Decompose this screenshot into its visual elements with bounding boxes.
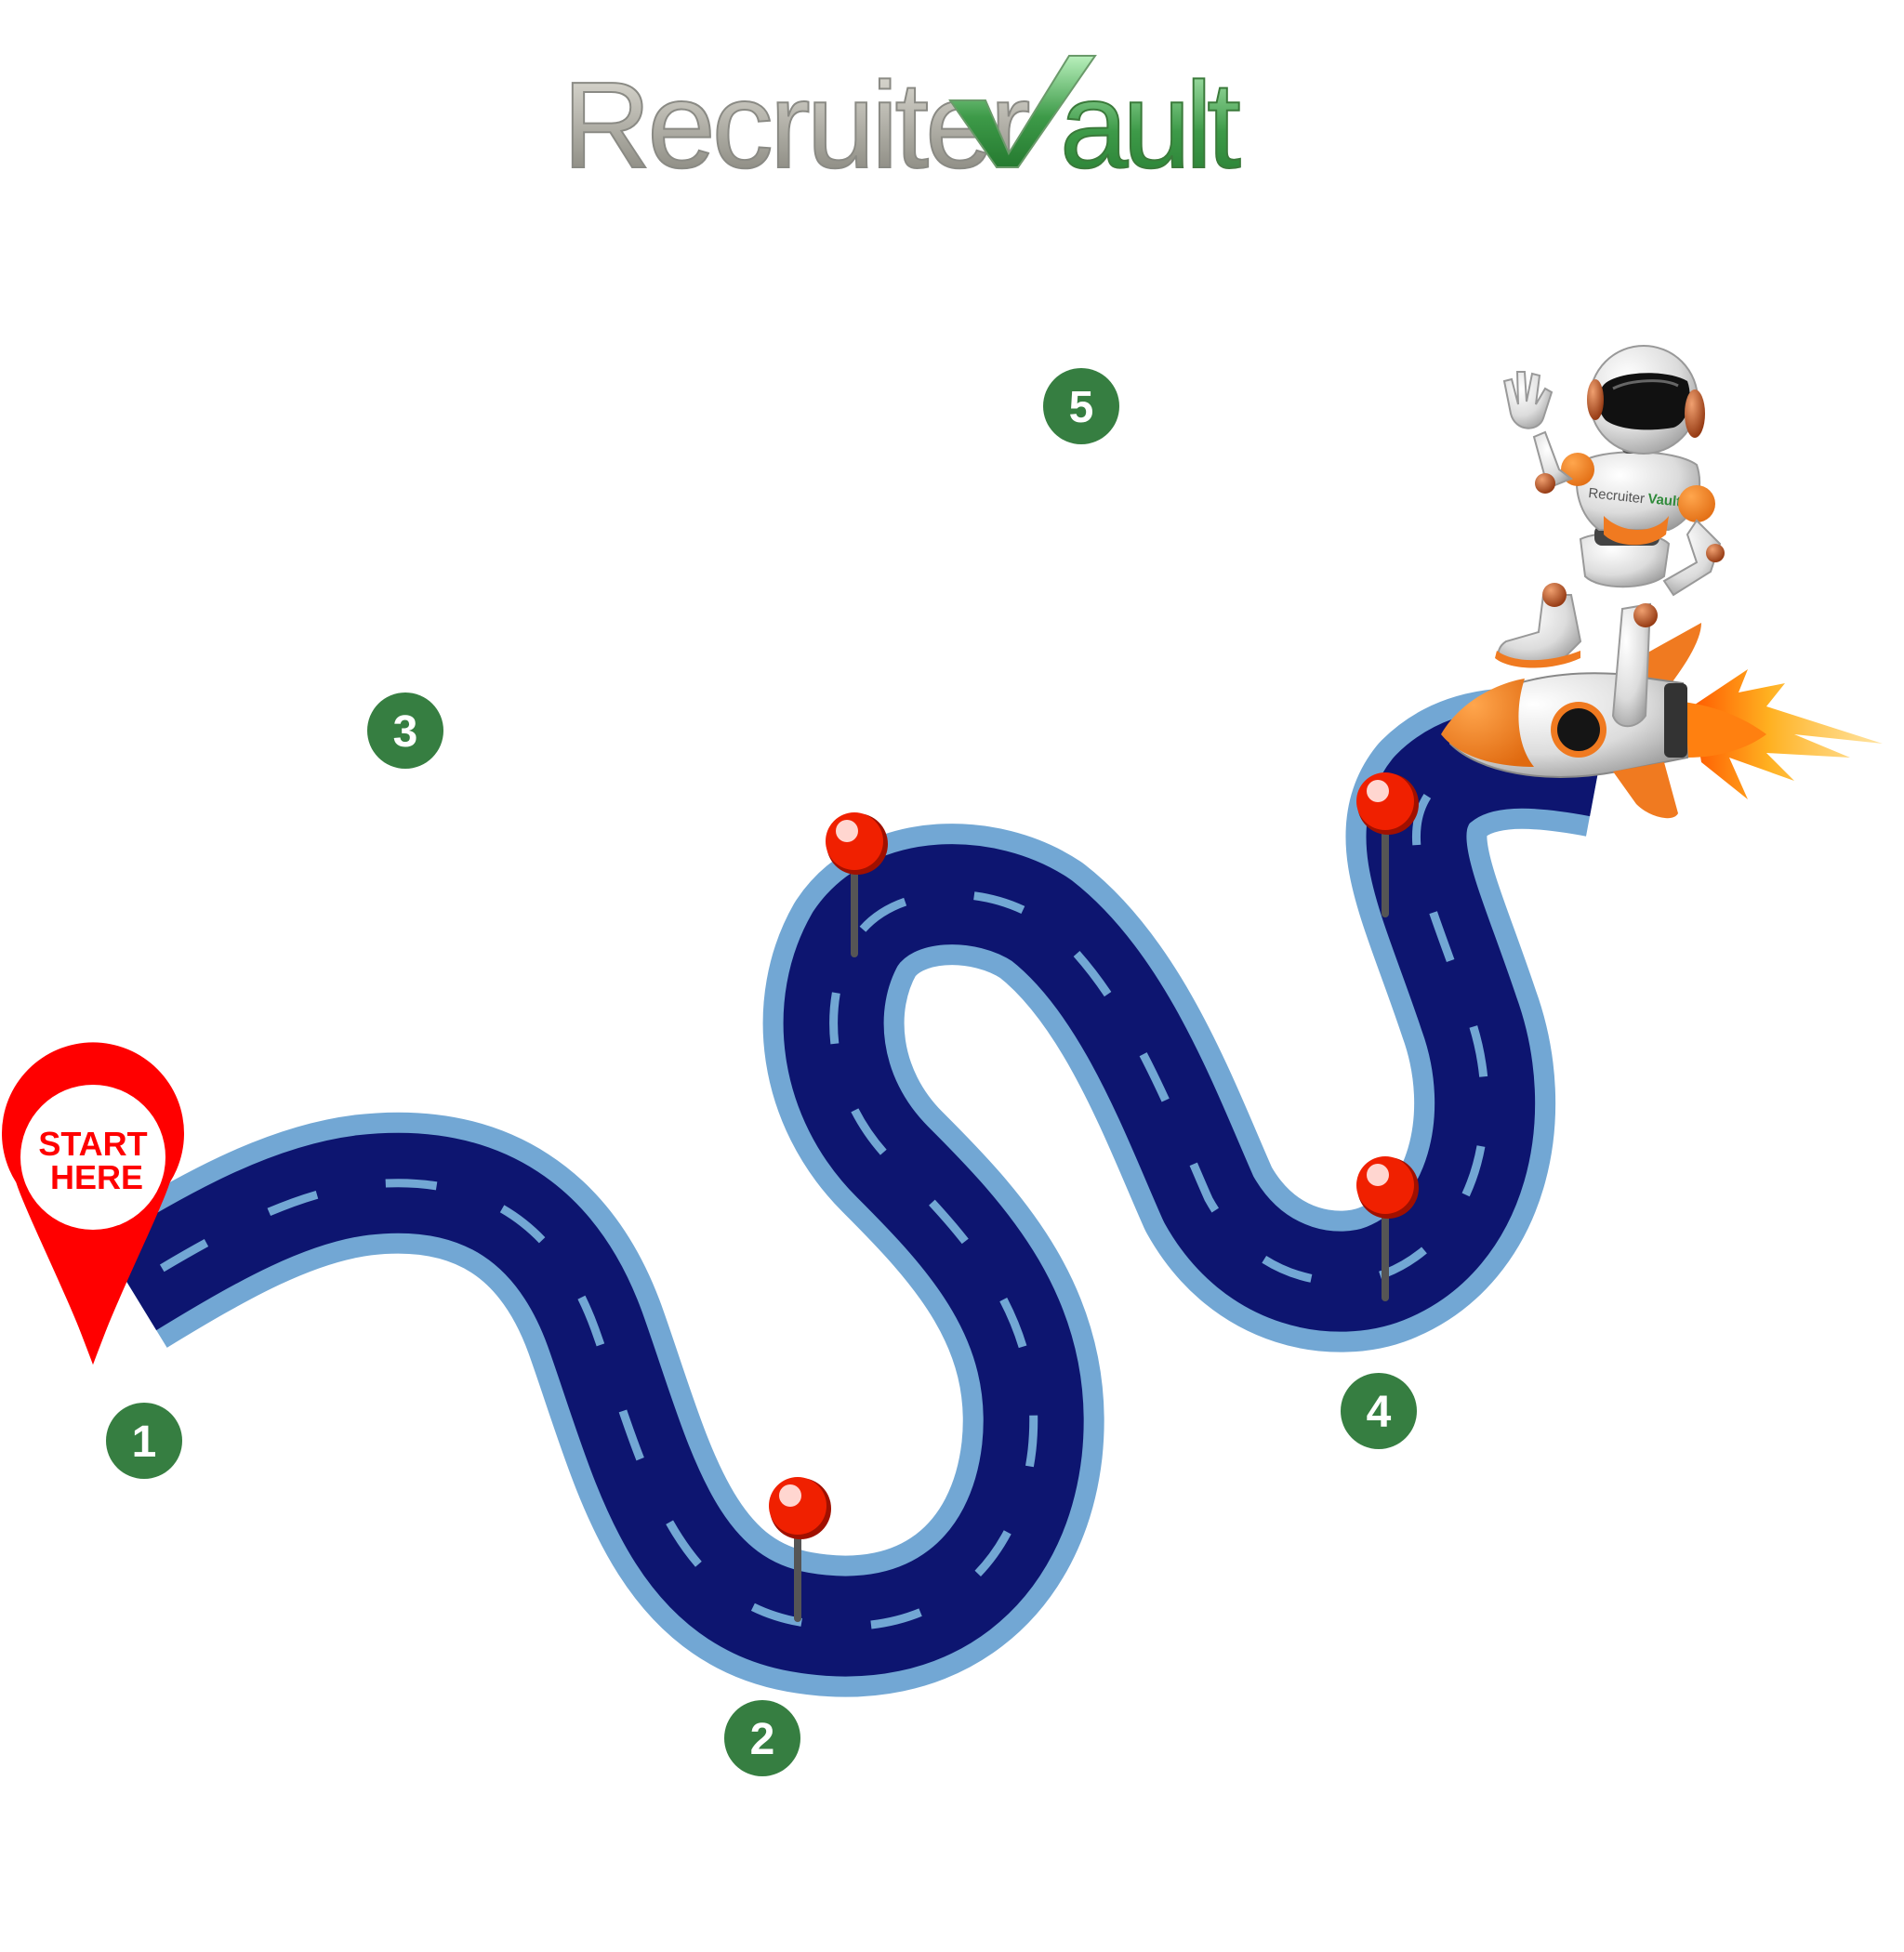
step-2-badge[interactable]: 2 <box>724 1700 800 1776</box>
rocket-porthole <box>1557 708 1600 751</box>
rocket-nose <box>1441 679 1534 767</box>
pin-highlight <box>1367 780 1389 802</box>
pin-needle <box>1382 1208 1389 1301</box>
step-1-badge[interactable]: 1 <box>106 1403 182 1479</box>
pin-highlight <box>836 820 858 842</box>
robot-visor <box>1598 373 1690 430</box>
step-number: 3 <box>393 707 418 757</box>
pin-needle <box>794 1529 801 1622</box>
start-label-line1: START <box>38 1125 147 1163</box>
push-pin[interactable] <box>1356 1156 1419 1301</box>
step-circle <box>367 692 443 769</box>
step-number: 2 <box>750 1715 775 1764</box>
robot-waving-hand-icon <box>1502 371 1554 429</box>
robot-left-leg <box>1497 594 1582 666</box>
robot-shoulder <box>1678 485 1715 522</box>
step-number: 4 <box>1367 1388 1392 1437</box>
robot-shirt-logo-recruiter: Recruiter <box>1588 485 1646 507</box>
robot-elbow-joint <box>1535 473 1555 494</box>
pin-head <box>826 812 883 870</box>
push-pin[interactable] <box>826 812 888 957</box>
robot-torso-orange-trim <box>1604 516 1669 546</box>
robot-ear-right <box>1685 389 1705 438</box>
step-number: 5 <box>1069 383 1094 432</box>
robot-shirt-logo-vault: Vault <box>1647 491 1682 510</box>
road-lane-markings <box>127 754 1600 1630</box>
step-4-badge[interactable]: 4 <box>1341 1373 1417 1449</box>
pin-head <box>769 1477 826 1535</box>
logo-checkmark-icon <box>948 55 1097 168</box>
pin-highlight <box>1367 1164 1389 1186</box>
step-3-badge[interactable]: 3 <box>367 692 443 769</box>
robot-ear-left <box>1587 379 1604 420</box>
robot-knee-joint <box>1633 603 1658 627</box>
robot-knee-joint <box>1542 583 1567 607</box>
rocket-flame-icon <box>1692 669 1883 799</box>
pin-needle <box>851 864 858 957</box>
logo-text-recruiter: Recruiter <box>562 57 1029 193</box>
start-pin-inner-circle <box>20 1085 165 1230</box>
rocket-flame-core <box>1683 702 1766 758</box>
rocket-nozzle <box>1664 683 1687 758</box>
robot-left-foot-trim <box>1495 651 1580 668</box>
pin-head <box>1356 1156 1414 1214</box>
pin-head <box>1356 772 1414 830</box>
robot-rocket-mascot: Recruiter Vault <box>1441 345 1883 819</box>
recruitervault-logo: Recruiter ault <box>562 55 1247 194</box>
step-number: 1 <box>132 1418 157 1467</box>
push-pin[interactable] <box>769 1477 831 1622</box>
robot-elbow-joint <box>1706 544 1725 562</box>
step-circle <box>106 1403 182 1479</box>
robot-visor-shine <box>1612 379 1679 390</box>
start-label-line2: HERE <box>50 1158 143 1196</box>
winding-road <box>93 687 1612 1697</box>
step-circle <box>724 1700 800 1776</box>
rocket-fin-bottom <box>1613 762 1678 819</box>
step-circle <box>1341 1373 1417 1449</box>
logo-text-ault: ault <box>1060 57 1240 193</box>
start-here-marker[interactable]: START HERE <box>2 1042 185 1365</box>
pin-needle <box>1382 824 1389 917</box>
step-5-badge[interactable]: 5 <box>1043 368 1119 444</box>
robot-right-leg <box>1611 602 1652 728</box>
push-pin[interactable] <box>1356 772 1419 917</box>
step-circle <box>1043 368 1119 444</box>
pin-highlight <box>779 1484 801 1507</box>
